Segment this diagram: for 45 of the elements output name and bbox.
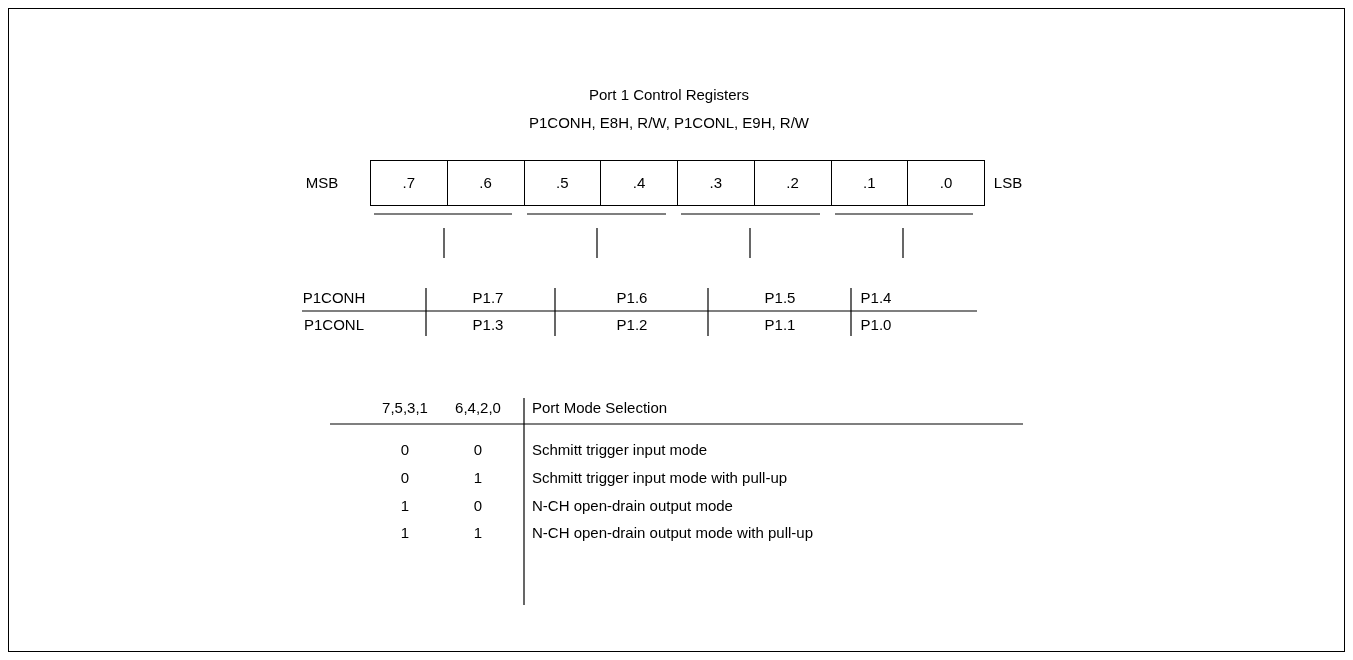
register-bit-cell	[446, 160, 525, 206]
register-bit-cell	[830, 160, 909, 206]
diagram-title: Port 1 Control Registers	[588, 84, 750, 105]
table-cell-text: Schmitt trigger input mode	[532, 439, 708, 460]
bit-number: .4	[632, 172, 646, 193]
register-bit-cell	[753, 160, 832, 206]
table-cell-text: N-CH open-drain output mode	[532, 495, 733, 516]
table-cell-text: P1.5	[764, 287, 796, 308]
register-bit-cell	[907, 160, 985, 206]
table-cell-text: 6,4,2,0	[455, 397, 501, 418]
register-bit-cell	[600, 160, 678, 206]
register-bit-cell	[523, 160, 602, 206]
table-cell-text: P1.6	[616, 287, 648, 308]
table-cell-text: 0	[473, 439, 483, 460]
bit-number: .5	[556, 172, 569, 193]
table-cell-text: P1.1	[764, 314, 796, 335]
table-cell-text: 0	[400, 439, 410, 460]
table-cell-text: P1CONH	[302, 287, 366, 308]
table-cell-text: N-CH open-drain output mode with pull-up	[532, 522, 813, 543]
table-cell-text: P1.2	[616, 314, 648, 335]
bit-order-label: LSB	[993, 172, 1023, 193]
table-cell-text: 1	[400, 495, 410, 516]
register-bit-cell	[370, 160, 448, 206]
bit-number: .7	[402, 172, 416, 193]
table-cell-text: Port Mode Selection	[532, 397, 668, 418]
bit-number: .0	[939, 172, 953, 193]
bit-number: .6	[479, 172, 492, 193]
table-cell-text: 7,5,3,1	[382, 397, 428, 418]
table-cell-text: P1.7	[472, 287, 504, 308]
table-cell-text: 0	[400, 467, 410, 488]
table-cell-text: 1	[473, 467, 483, 488]
bit-number: .3	[709, 172, 723, 193]
table-cell-text: P1.0	[860, 314, 892, 335]
register-bit-cell	[677, 160, 755, 206]
table-cell-text: 1	[473, 522, 483, 543]
bit-number: .2	[786, 172, 799, 193]
bit-number: .1	[863, 172, 876, 193]
table-cell-text: 0	[473, 495, 483, 516]
bit-order-label: MSB	[305, 172, 339, 193]
table-cell-text: Schmitt trigger input mode with pull-up	[532, 467, 788, 488]
table-cell-text: P1.4	[860, 287, 892, 308]
table-cell-text: P1.3	[472, 314, 504, 335]
table-cell-text: 1	[400, 522, 410, 543]
register-subtitle: P1CONH, E8H, R/W, P1CONL, E9H, R/W	[528, 112, 810, 133]
table-cell-text: P1CONL	[304, 314, 364, 335]
